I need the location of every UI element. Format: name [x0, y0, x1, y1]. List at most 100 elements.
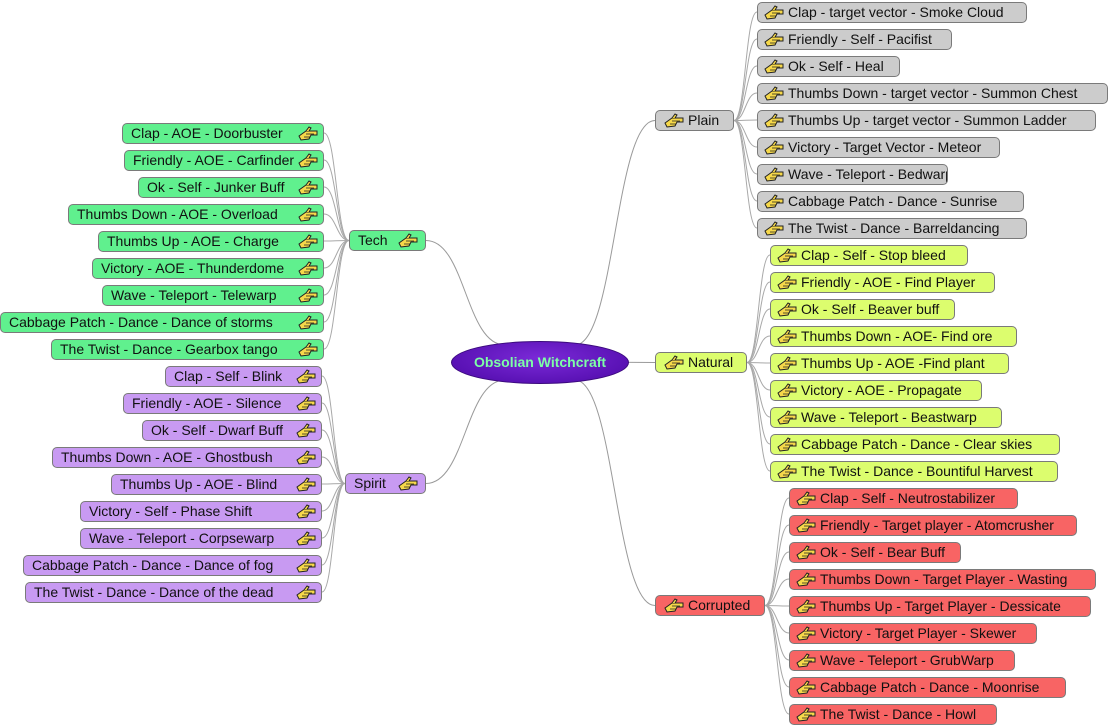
- spell-label: Friendly - AOE - Carfinder: [133, 151, 295, 168]
- spell-node[interactable]: Thumbs Down - AOE - Ghostbush: [52, 446, 322, 468]
- connector-item: [321, 429, 346, 484]
- category-corrupted[interactable]: Corrupted: [655, 595, 765, 616]
- spell-node[interactable]: Wave - Teleport - Corpsewarp: [80, 527, 322, 549]
- spell-node[interactable]: Thumbs Down - target vector - Summon Che…: [757, 82, 1108, 104]
- spell-node[interactable]: Ok - Self - Junker Buff: [138, 176, 324, 198]
- connector-item: [733, 65, 758, 121]
- hand-pointer-icon: [296, 557, 316, 573]
- spell-node[interactable]: Ok - Self - Beaver buff: [770, 298, 955, 320]
- hand-pointer-icon: [764, 139, 784, 155]
- category-label: Tech: [358, 232, 388, 248]
- hand-pointer-icon: [298, 287, 318, 303]
- spell-node[interactable]: Friendly - AOE - Find Player: [770, 271, 995, 293]
- spell-node[interactable]: Ok - Self - Heal: [757, 55, 900, 77]
- connector-item: [321, 483, 346, 539]
- spell-node[interactable]: Wave - Teleport - Bedwarp: [757, 163, 948, 185]
- hand-pointer-icon: [296, 449, 316, 465]
- spell-label: Thumbs Up - AOE - Blind: [120, 475, 278, 492]
- category-label: Natural: [688, 354, 734, 370]
- hand-pointer-icon: [777, 301, 797, 317]
- spell-node[interactable]: Ok - Self - Dwarf Buff: [142, 419, 322, 441]
- spell-node[interactable]: Victory - AOE - Propagate: [770, 379, 982, 401]
- category-label: Spirit: [354, 475, 386, 491]
- spell-node[interactable]: Victory - Target Vector - Meteor: [757, 136, 1000, 158]
- spell-node[interactable]: Wave - Teleport - GrubWarp: [789, 649, 1015, 671]
- hand-pointer-icon: [796, 706, 816, 722]
- spell-label: Thumbs Down - target vector - Summon Che…: [788, 84, 1078, 101]
- spell-node[interactable]: Clap - Self - Stop bleed: [770, 244, 968, 266]
- spell-label: Victory - Self - Phase Shift: [89, 502, 253, 519]
- spell-node[interactable]: Thumbs Down - Target Player - Wasting: [789, 568, 1096, 590]
- category-tech[interactable]: Tech: [349, 230, 426, 251]
- spell-label: Ok - Self - Bear Buff: [820, 543, 946, 560]
- connector-item: [764, 605, 790, 715]
- spell-node[interactable]: Victory - Self - Phase Shift: [80, 500, 322, 522]
- spell-node[interactable]: Victory - AOE - Thunderdome: [92, 257, 324, 279]
- connector-item: [733, 11, 758, 121]
- spell-node[interactable]: Thumbs Down - AOE - Overload: [68, 203, 324, 225]
- category-plain[interactable]: Plain: [655, 110, 734, 131]
- spell-node[interactable]: Cabbage Patch - Dance - Dance of storms: [0, 311, 324, 333]
- spell-node[interactable]: Thumbs Up - AOE -Find plant: [770, 352, 1009, 374]
- spell-label: Thumbs Up - AOE - Charge: [107, 232, 279, 249]
- connector-item: [733, 38, 758, 121]
- connector-item: [746, 335, 771, 363]
- spell-node[interactable]: Wave - Teleport - Beastwarp: [770, 406, 1002, 428]
- spell-node[interactable]: Ok - Self - Bear Buff: [789, 541, 961, 563]
- spell-node[interactable]: The Twist - Dance - Gearbox tango: [51, 338, 324, 360]
- spell-node[interactable]: Friendly - AOE - Silence: [123, 392, 322, 414]
- spell-node[interactable]: Cabbage Patch - Dance - Moonrise: [789, 676, 1066, 698]
- connector-item: [321, 375, 346, 484]
- connector-item: [321, 483, 346, 593]
- spell-node[interactable]: The Twist - Dance - Barreldancing: [757, 217, 1027, 239]
- spell-node[interactable]: The Twist - Dance - Bountiful Harvest: [770, 460, 1058, 482]
- category-natural[interactable]: Natural: [655, 352, 747, 373]
- hand-pointer-icon: [296, 503, 316, 519]
- connector-item: [764, 551, 790, 606]
- spell-node[interactable]: Clap - AOE - Doorbuster: [122, 122, 324, 144]
- category-spirit[interactable]: Spirit: [345, 473, 426, 494]
- hand-pointer-icon: [664, 113, 684, 128]
- spell-label: Thumbs Down - AOE - Ghostbush: [61, 448, 273, 465]
- spell-node[interactable]: The Twist - Dance - Howl: [789, 703, 997, 725]
- spell-label: Ok - Self - Junker Buff: [147, 178, 285, 195]
- central-topic[interactable]: Obsolian Witchcraft: [451, 341, 629, 384]
- hand-pointer-icon: [777, 382, 797, 398]
- spell-node[interactable]: Clap - target vector - Smoke Cloud: [757, 1, 1027, 23]
- spell-node[interactable]: Thumbs Down - AOE- Find ore: [770, 325, 1017, 347]
- spell-node[interactable]: Thumbs Up - AOE - Blind: [111, 473, 322, 495]
- spell-node[interactable]: Wave - Teleport - Telewarp: [102, 284, 324, 306]
- spell-label: Thumbs Down - Target Player - Wasting: [820, 570, 1068, 587]
- spell-node[interactable]: Friendly - Self - Pacifist: [757, 28, 952, 50]
- spell-label: Thumbs Up - Target Player - Dessicate: [820, 597, 1061, 614]
- hand-pointer-icon: [764, 4, 784, 20]
- hand-pointer-icon: [296, 368, 316, 384]
- connector-item: [323, 240, 350, 350]
- spell-node[interactable]: Thumbs Up - target vector - Summon Ladde…: [757, 109, 1096, 131]
- hand-pointer-icon: [296, 476, 316, 492]
- spell-label: Victory - Target Vector - Meteor: [788, 138, 982, 155]
- spell-node[interactable]: Cabbage Patch - Dance - Dance of fog: [23, 554, 322, 576]
- hand-pointer-icon: [298, 206, 318, 222]
- hand-pointer-icon: [298, 341, 318, 357]
- spell-node[interactable]: Thumbs Up - AOE - Charge: [98, 230, 324, 252]
- spell-node[interactable]: Friendly - Target player - Atomcrusher: [789, 514, 1077, 536]
- spell-label: Thumbs Down - AOE- Find ore: [801, 327, 993, 344]
- connector-item: [746, 254, 771, 363]
- spell-node[interactable]: Victory - Target Player - Skewer: [789, 622, 1037, 644]
- spell-label: Victory - Target Player - Skewer: [820, 624, 1017, 641]
- spell-node[interactable]: The Twist - Dance - Dance of the dead: [25, 581, 322, 603]
- hand-pointer-icon: [796, 679, 816, 695]
- spell-node[interactable]: Friendly - AOE - Carfinder: [124, 149, 324, 171]
- hand-pointer-icon: [298, 152, 318, 168]
- connector-spirit: [425, 379, 506, 484]
- spell-node[interactable]: Clap - Self - Neutrostabilizer: [789, 487, 1018, 509]
- hand-pointer-icon: [764, 31, 784, 47]
- hand-pointer-icon: [777, 274, 797, 290]
- spell-node[interactable]: Cabbage Patch - Dance - Sunrise: [757, 190, 1024, 212]
- spell-node[interactable]: Thumbs Up - Target Player - Dessicate: [789, 595, 1091, 617]
- spell-node[interactable]: Cabbage Patch - Dance - Clear skies: [770, 433, 1060, 455]
- spell-node[interactable]: Clap - Self - Blink: [165, 365, 322, 387]
- hand-pointer-icon: [296, 422, 316, 438]
- hand-pointer-icon: [298, 260, 318, 276]
